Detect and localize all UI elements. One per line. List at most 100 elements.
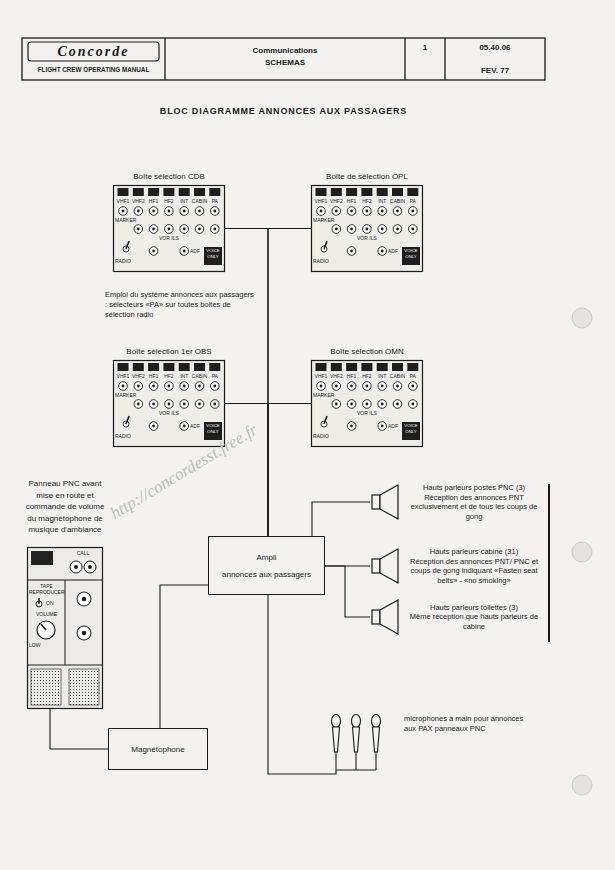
usage-note: Emploi du système annonces aux passagers… [105, 290, 255, 320]
connector-line [268, 404, 311, 537]
selector-label: VHF2 [128, 373, 148, 379]
text-column: microphones à main pour annonces aux PAX… [404, 714, 534, 733]
connector-line [160, 585, 208, 728]
page-date: FEV. 77 [445, 66, 545, 76]
radio-selector-panel [114, 361, 225, 447]
loudspeaker-symbol [372, 600, 398, 634]
speaker-group: Hauts parleurs cabine (31)Réception des … [370, 547, 544, 585]
selector-label: RADIO [115, 433, 133, 439]
text-column: Hauts parleurs postes PNC (3)Réception d… [404, 483, 544, 521]
text-column: Hauts parleurs cabine (31)Réception des … [404, 547, 544, 585]
selector-label: VHF2 [128, 198, 148, 204]
connector-line [312, 502, 370, 536]
page-reference: 05.40.06 [445, 43, 545, 53]
panel-caption: Panneau PNC avant mise en route et comma… [22, 478, 108, 536]
selector-label: PA [403, 198, 423, 204]
cabin-crew-panel [27, 548, 103, 709]
selector-label: INT [372, 198, 392, 204]
selector-label: RADIO [115, 258, 133, 264]
selector-label: RADIO [313, 433, 331, 439]
punch-hole [572, 542, 592, 562]
speaker-area [370, 549, 404, 583]
selector-label: INT [372, 373, 392, 379]
panel-label: CALL [69, 550, 97, 556]
panel-label: TAPE REPRODUCER [29, 583, 64, 595]
selector-label: PA [205, 373, 225, 379]
header-frame [22, 38, 545, 80]
box-label: Magnétophone [131, 744, 184, 755]
loudspeaker-symbol [372, 485, 398, 519]
revision-number: 1 [405, 43, 445, 53]
microphone-caption: microphones à main pour annonces aux PAX… [404, 714, 534, 733]
selector-label: ADF [388, 248, 400, 254]
logo-text: Concorde [28, 42, 159, 61]
connector-line [268, 229, 311, 537]
selector-label: VOR ILS [354, 410, 380, 416]
selector-label: CABIN [388, 198, 408, 204]
selector-label: MARKER [313, 217, 335, 223]
microphone-group: microphones à main pour annonces aux PAX… [328, 714, 534, 770]
bracket-line [548, 484, 550, 642]
radio-selector-panel [312, 361, 423, 447]
chapter-name: Communications [165, 46, 405, 56]
punch-hole [572, 775, 592, 795]
page-title: BLOC DIAGRAMME ANNONCES AUX PASSAGERS [22, 106, 545, 116]
box-heading: Boîte sélection OMN [311, 346, 423, 360]
speaker-group: Hauts parleurs postes PNC (3)Réception d… [370, 483, 544, 521]
selector-label: CABIN [388, 373, 408, 379]
box-label: annonces aux passagers [222, 569, 311, 580]
amplifier-box: Ampliannonces aux passagers [208, 536, 325, 595]
tape-recorder-box: Magnétophone [108, 728, 208, 770]
selector-label: MARKER [115, 217, 137, 223]
selector-label: MARKER [313, 392, 335, 398]
box-heading: Boîte de sélection OPL [311, 171, 423, 185]
speaker-caption: Hauts parleurs cabine (31) [404, 547, 544, 557]
panel-label: VOLUME [29, 611, 64, 617]
selector-label: INT [174, 373, 194, 379]
connector-line [268, 595, 336, 774]
speaker-area [370, 485, 404, 519]
speaker-caption: Réception des annonces PNT exclusivement… [404, 493, 544, 522]
speaker-area [370, 600, 404, 634]
selector-label: CABIN [190, 198, 210, 204]
selector-label: ADF [190, 248, 202, 254]
selector-label: HF2 [159, 198, 179, 204]
selector-label: PA [205, 198, 225, 204]
selector-label: ADF [190, 423, 202, 429]
selector-label: VHF2 [326, 373, 346, 379]
connector-line [225, 229, 268, 537]
selector-label: VHF1 [113, 198, 133, 204]
selector-label: CABIN [190, 373, 210, 379]
header-divider [164, 38, 165, 80]
header-divider [444, 38, 445, 80]
speaker-caption: Réception des annonces PNT/ PNC et coups… [404, 557, 544, 586]
selector-label: HF1 [342, 198, 362, 204]
connector-line [325, 566, 370, 617]
selector-label: VOICE ONLY [402, 248, 420, 259]
speaker-caption: Hauts parleurs toilettes (3) [404, 603, 544, 613]
selector-label: HF2 [159, 373, 179, 379]
box-heading: Boîte sélection 1er OBS [113, 346, 225, 360]
selector-label: HF1 [342, 373, 362, 379]
header-divider [404, 38, 405, 80]
section-name: SCHEMAS [165, 58, 405, 68]
speaker-caption: Hauts parleurs postes PNC (3) [404, 483, 544, 493]
connector-line [50, 709, 108, 749]
manual-name: FLIGHT CREW OPERATING MANUAL [22, 66, 165, 74]
punch-hole [572, 308, 592, 328]
selector-label: INT [174, 198, 194, 204]
selector-label: PA [403, 373, 423, 379]
selector-label: HF2 [357, 373, 377, 379]
selector-label: ADF [388, 423, 400, 429]
speaker-group: Hauts parleurs toilettes (3)Même récepti… [370, 600, 544, 634]
selector-label: VHF2 [326, 198, 346, 204]
microphone-area [328, 714, 388, 770]
logo-frame [28, 42, 159, 61]
selector-label: VOR ILS [354, 235, 380, 241]
panel-label: LOW [29, 642, 45, 648]
selector-label: VHF1 [113, 373, 133, 379]
selector-label: HF1 [144, 198, 164, 204]
selector-label: VOICE ONLY [402, 423, 420, 434]
selector-label: VHF1 [311, 373, 331, 379]
